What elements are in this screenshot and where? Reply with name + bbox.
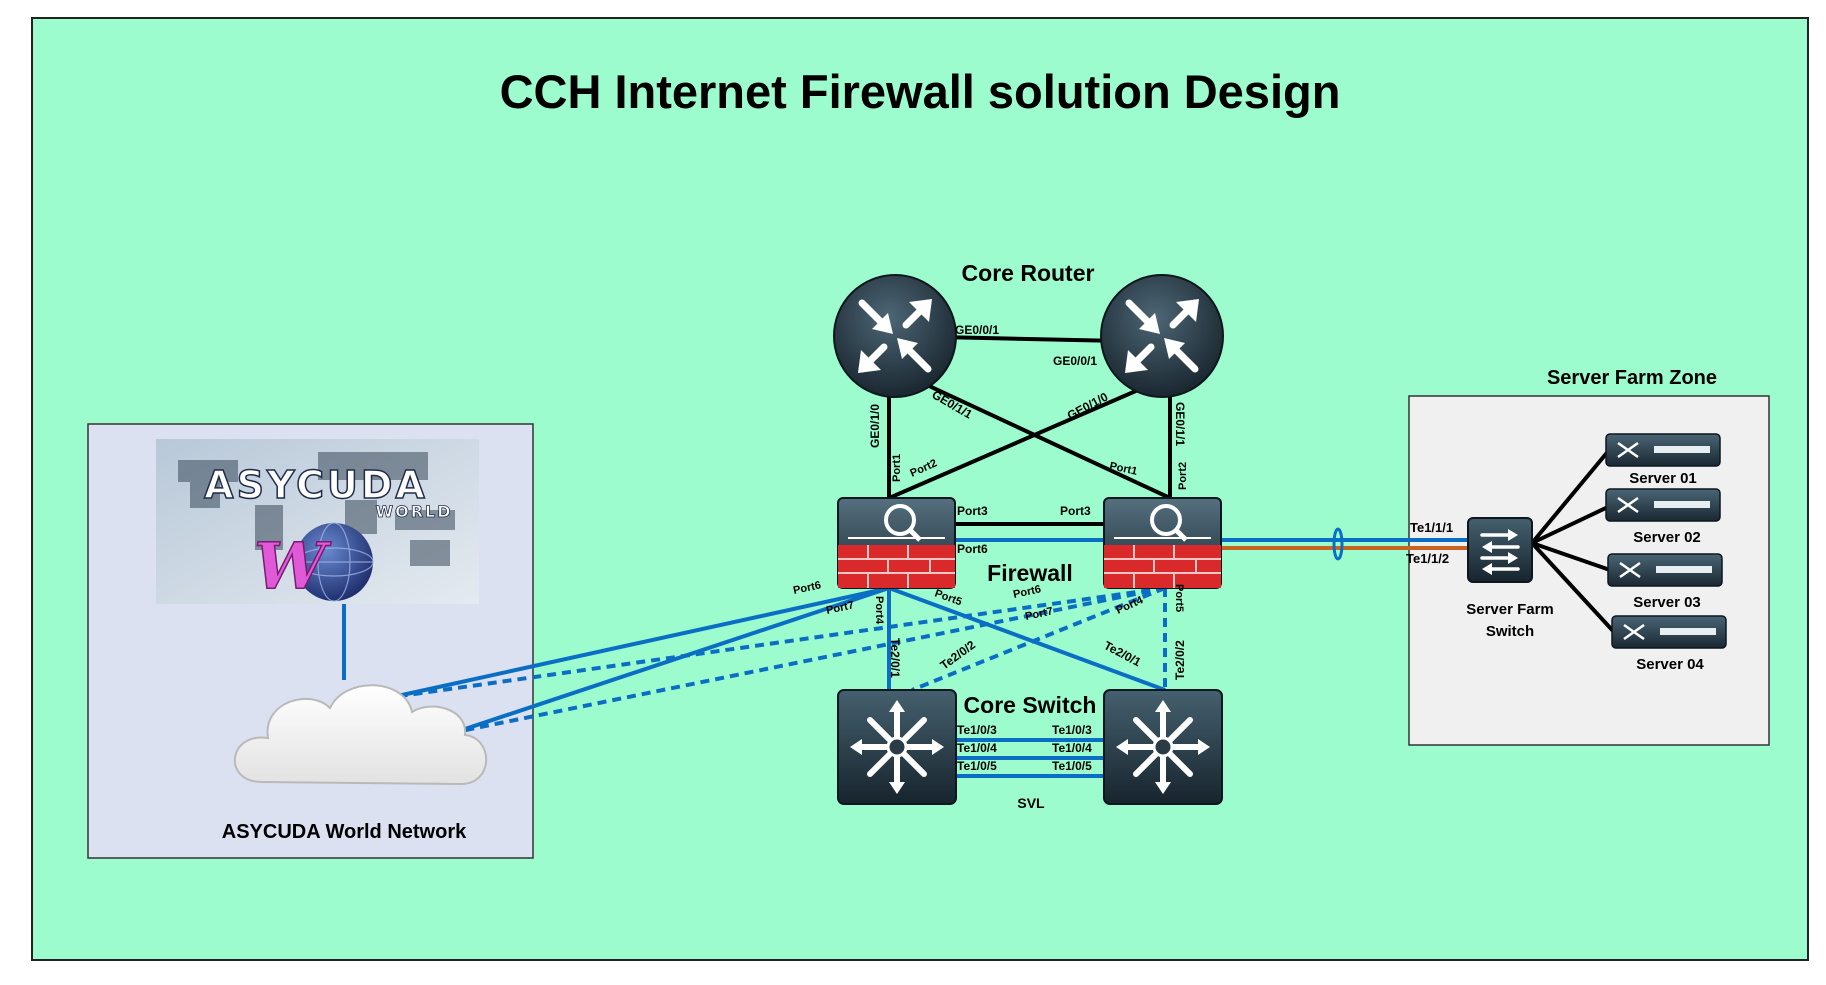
port-label: Te2/0/2	[1173, 640, 1187, 680]
core-router-label: Core Router	[962, 260, 1095, 286]
link-sfswitch-server01	[1530, 447, 1612, 545]
asycuda-network-label: ASYCUDA World Network	[222, 821, 467, 843]
server-icon	[1619, 561, 1641, 579]
port-channel-marker	[1332, 527, 1344, 561]
port-label: Port3	[957, 504, 988, 518]
port-label: Port6	[957, 542, 988, 556]
server-01-label: Server 01	[1629, 470, 1697, 487]
asycuda-logo-text: ASYCUDA	[204, 463, 428, 507]
server-farm-switch-label-1: Server Farm	[1466, 601, 1554, 618]
link-fw1-sw2	[888, 586, 1166, 692]
server-03	[1607, 553, 1723, 587]
link-r2-fw1	[888, 382, 1153, 500]
server-03-label: Server 03	[1633, 594, 1701, 611]
port-label: Port3	[1060, 504, 1091, 518]
sfswitch-port-a: Te1/1/1	[1410, 520, 1453, 535]
server-04	[1611, 615, 1727, 649]
server-04-label: Server 04	[1636, 656, 1704, 673]
core-switch-2	[1103, 689, 1223, 805]
core-router-1	[833, 274, 957, 398]
core-switch-label: Core Switch	[964, 692, 1097, 718]
server-icon	[1623, 623, 1645, 641]
magnifier-icon	[884, 504, 916, 536]
port-label: Te1/0/3	[957, 723, 997, 737]
server-01	[1605, 433, 1721, 467]
port-label: Port2	[1177, 462, 1189, 490]
port-label: Te1/0/5	[957, 759, 997, 773]
port-label: Te1/0/4	[1052, 741, 1092, 755]
port-label: GE0/1/0	[868, 404, 882, 448]
w-logo-icon: W	[254, 529, 332, 604]
port-label: Port6	[1012, 583, 1042, 601]
server-farm-zone-label: Server Farm Zone	[1547, 367, 1717, 389]
link-fw2-cloud-a	[392, 586, 1166, 699]
server-farm-switch	[1467, 517, 1533, 583]
link-fw1-cloud-a	[392, 586, 890, 699]
link-sfswitch-server04	[1530, 541, 1616, 634]
link-sfswitch-server03	[1531, 541, 1611, 572]
port-label: Te1/0/4	[957, 741, 997, 755]
magnifier-icon	[1150, 504, 1182, 536]
core-router-2	[1100, 274, 1224, 398]
port-label: Te2/0/1	[888, 638, 902, 678]
firewall-label: Firewall	[987, 560, 1073, 586]
link-r1-fw2	[911, 376, 1171, 500]
port-label: GE0/0/1	[1053, 354, 1097, 368]
asycuda-logo: ASYCUDA WORLD W	[156, 439, 479, 605]
server-farm-switch-label-2: Switch	[1486, 623, 1534, 640]
port-label: Te1/0/5	[1052, 759, 1092, 773]
port-label: Port6	[792, 579, 822, 597]
port-label: Port1	[1108, 460, 1138, 478]
port-label: Port4	[873, 596, 885, 625]
port-label: GE0/1/1	[1173, 402, 1187, 446]
server-icon	[1617, 441, 1639, 459]
port-label: Port1	[891, 454, 903, 482]
link-fw2-cloud-b	[455, 586, 1166, 734]
asycuda-cloud-icon	[234, 684, 488, 786]
svl-label: SVL	[1017, 795, 1045, 811]
port-label: Te1/0/3	[1052, 723, 1092, 737]
core-switch-1	[837, 689, 957, 805]
link-fw2-sw1	[911, 586, 1166, 692]
port-label: Port7	[825, 599, 855, 617]
world-map-icon	[178, 452, 455, 566]
firewall-1	[837, 497, 956, 589]
sfswitch-port-b: Te1/1/2	[1406, 551, 1449, 566]
diagram-title: CCH Internet Firewall solution Design	[500, 65, 1341, 118]
server-02-label: Server 02	[1633, 529, 1701, 546]
server-02	[1605, 488, 1721, 522]
firewall-2	[1103, 497, 1222, 589]
port-label: GE0/0/1	[955, 323, 999, 337]
server-icon	[1617, 496, 1639, 514]
port-label: Port7	[1024, 605, 1054, 623]
link-fw1-cloud-b	[455, 586, 890, 734]
port-label: Port5	[1173, 584, 1185, 612]
asycuda-logo-subtext: WORLD	[375, 502, 452, 521]
link-sfswitch-server02	[1531, 504, 1611, 545]
